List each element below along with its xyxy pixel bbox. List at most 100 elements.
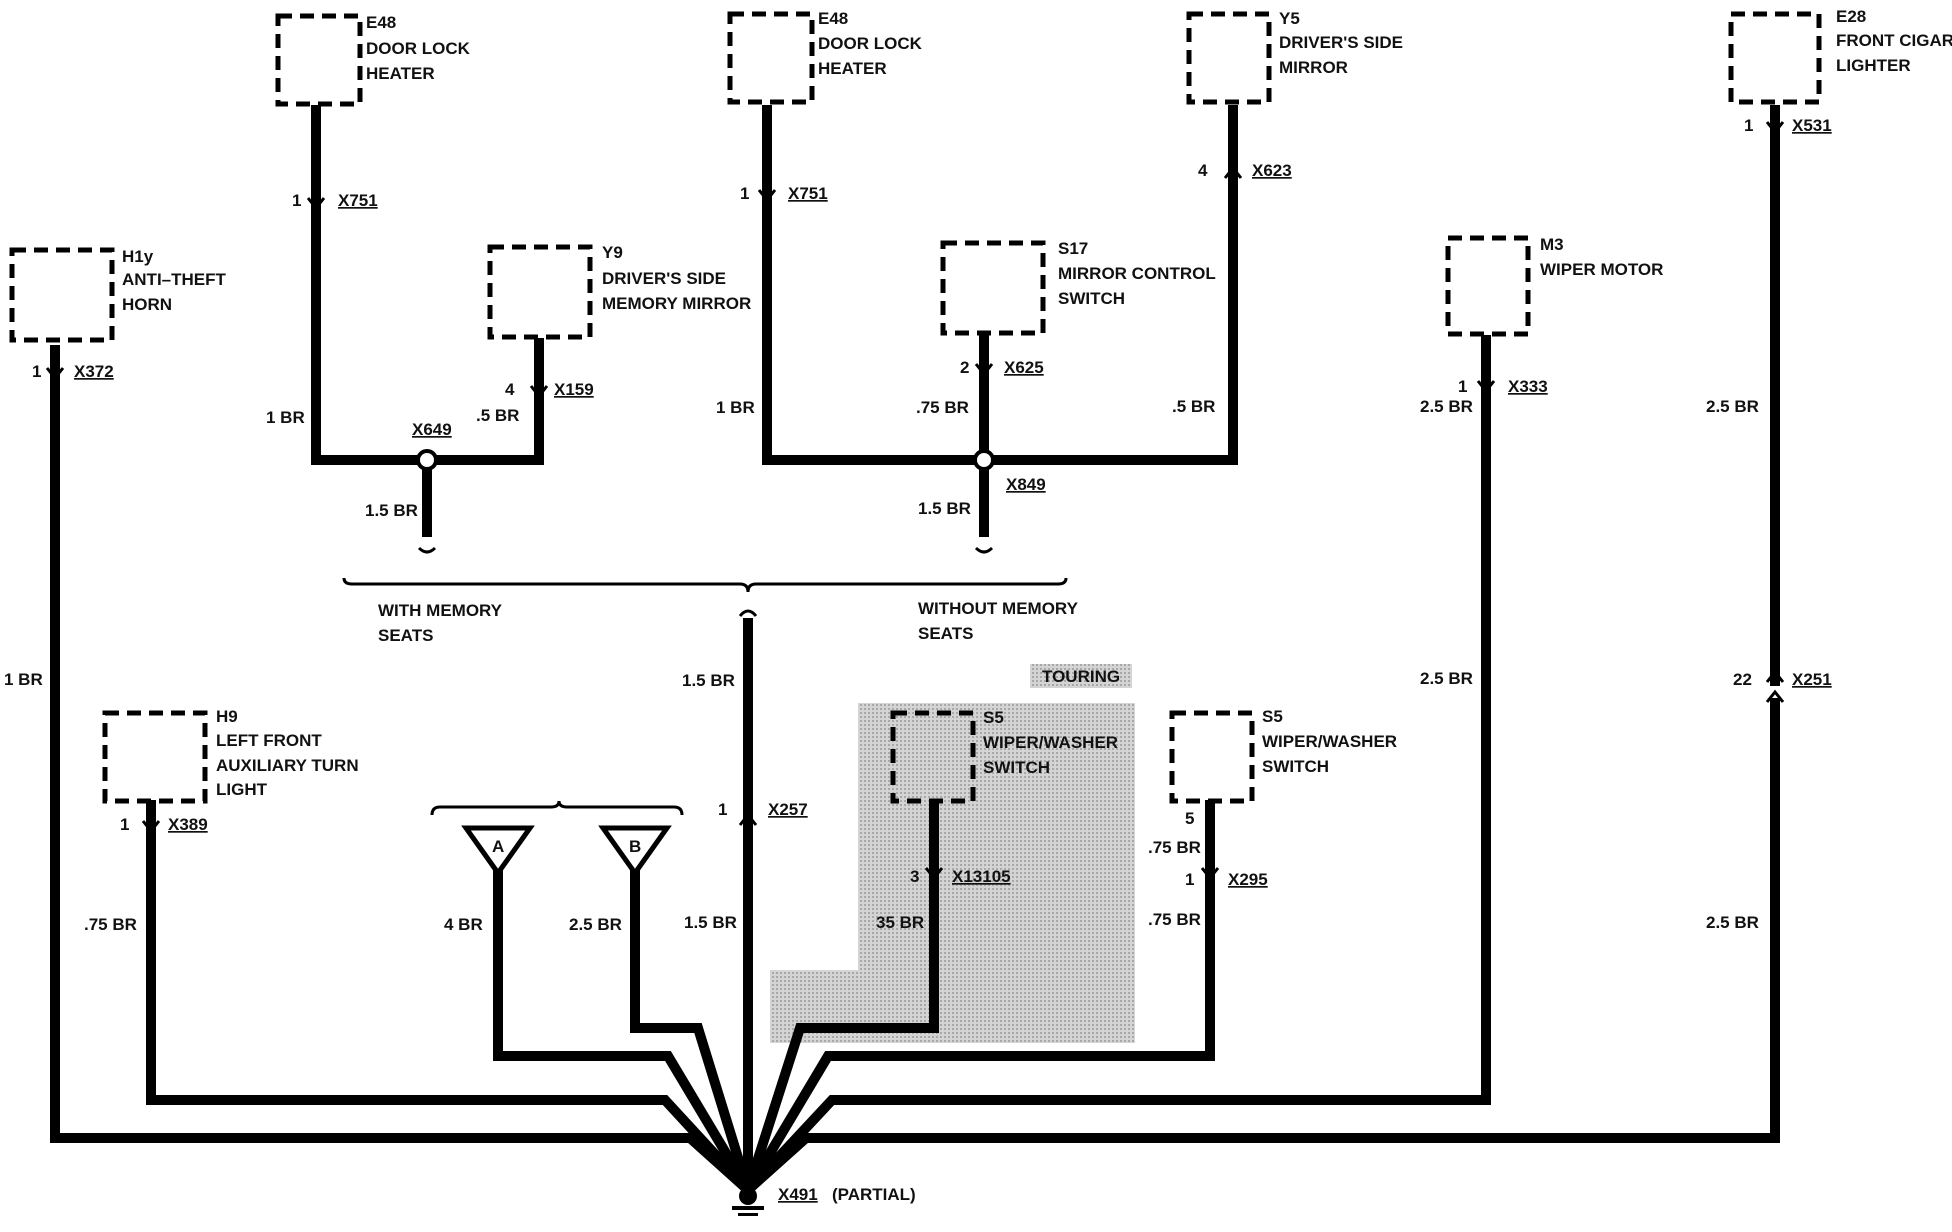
arrow-x531 <box>1765 121 1785 135</box>
connector-x389: X389 <box>168 815 208 834</box>
wire-label-s17: .75 BR <box>916 398 969 417</box>
wire-h9 <box>146 800 752 1194</box>
connector-x623: X623 <box>1252 161 1292 180</box>
component-desc-s5-1: WIPER/WASHER <box>1262 732 1397 751</box>
component-box-y9 <box>487 244 593 340</box>
arrow-x257 <box>738 812 758 826</box>
pin-e28: 1 <box>1744 116 1753 135</box>
arrow-x251-lower <box>1765 689 1785 703</box>
wire-ref-a <box>493 870 753 1193</box>
pin-s5-touring: 3 <box>910 867 919 886</box>
option-with-memory-1: WITH MEMORY <box>378 601 503 620</box>
wire-label-x849: 1.5 BR <box>918 499 971 518</box>
wire-e28 <box>744 105 1780 1194</box>
pin-h1y: 1 <box>32 362 41 381</box>
component-id-s5-touring: S5 <box>983 708 1004 727</box>
component-desc-h9-2: AUXILIARY TURN <box>216 756 359 775</box>
wire-label-y5: .5 BR <box>1172 397 1215 416</box>
connector-x491: X491 <box>778 1185 818 1204</box>
reference-triangle-a <box>461 825 535 878</box>
reference-label-a: A <box>492 837 504 856</box>
wire-label-e48-left: 1 BR <box>266 408 305 427</box>
splice-x649 <box>416 449 438 471</box>
pin-x257: 1 <box>718 800 727 819</box>
arrow-x372 <box>45 367 65 381</box>
connector-x333: X333 <box>1508 377 1548 396</box>
connector-x295: X295 <box>1228 870 1268 889</box>
component-box-h9 <box>102 710 208 804</box>
reference-triangle-b <box>598 825 672 878</box>
component-id-y9: Y9 <box>602 243 623 262</box>
arrow-x751-left <box>306 197 326 211</box>
component-box-m3 <box>1445 235 1531 337</box>
component-desc-y9-1: DRIVER'S SIDE <box>602 269 726 288</box>
component-desc-h1y-2: HORN <box>122 295 172 314</box>
component-box-s17 <box>940 240 1046 336</box>
wire-label-s5-lower: .75 BR <box>1148 910 1201 929</box>
component-desc-s17-2: SWITCH <box>1058 289 1125 308</box>
pin-e48-left: 1 <box>292 191 301 210</box>
option-with-memory-2: SEATS <box>378 626 433 645</box>
wire-label-e28-upper: 2.5 BR <box>1706 397 1759 416</box>
component-desc-s5-2: SWITCH <box>1262 757 1329 776</box>
wire-ref-b <box>630 870 753 1192</box>
connector-x159: X159 <box>554 380 594 399</box>
component-box-y5 <box>1186 11 1272 105</box>
arrow-x251 <box>1765 669 1785 683</box>
connector-x649: X649 <box>412 420 452 439</box>
wire-label-m3: 2.5 BR <box>1420 669 1473 688</box>
component-desc-m3-1: WIPER MOTOR <box>1540 260 1663 279</box>
connector-x13105: X13105 <box>952 867 1011 886</box>
connector-x625: X625 <box>1004 358 1044 377</box>
component-box-e28 <box>1728 11 1822 105</box>
arrow-x13105 <box>924 867 944 881</box>
connector-x251: X251 <box>1792 670 1832 689</box>
splice-x849 <box>973 449 995 471</box>
component-desc-h9-3: LIGHT <box>216 780 268 799</box>
arrow-x295 <box>1200 867 1220 881</box>
connector-x849: X849 <box>1006 475 1046 494</box>
arrow-x625 <box>974 363 994 377</box>
ground-symbol <box>732 1187 764 1216</box>
connector-marks <box>45 121 1785 881</box>
wire-y5 <box>984 105 1238 465</box>
component-box-s5 <box>1169 710 1255 804</box>
wire-label-y9: .5 BR <box>476 406 519 425</box>
open-end-x849 <box>974 546 994 554</box>
wire-e48-left <box>311 105 427 465</box>
wire-s5-touring <box>743 800 939 1192</box>
arrow-x159 <box>529 385 549 399</box>
component-id-m3: M3 <box>1540 235 1564 254</box>
component-desc-e28-2: LIGHTER <box>1836 56 1911 75</box>
open-end-x649 <box>417 546 437 554</box>
option-brace <box>342 577 1068 593</box>
component-desc-h1y-1: ANTI–THEFT <box>122 270 227 289</box>
component-id-h1y: H1y <box>122 247 154 266</box>
option-without-memory-1: WITHOUT MEMORY <box>918 599 1079 618</box>
pin-y9: 4 <box>505 380 515 399</box>
component-desc-e48-left-2: HEATER <box>366 64 435 83</box>
arrow-x751-right <box>757 189 777 203</box>
wire-label-x649: 1.5 BR <box>365 501 418 520</box>
pin-x251: 22 <box>1733 670 1752 689</box>
wire-label-trunk-upper: 1.5 BR <box>682 671 735 690</box>
component-box-e48-left <box>275 13 363 107</box>
component-desc-e48-right-2: HEATER <box>818 59 887 78</box>
pin-s17: 2 <box>960 358 969 377</box>
component-desc-e28-1: FRONT CIGAR <box>1836 31 1952 50</box>
component-desc-y5-1: DRIVER'S SIDE <box>1279 33 1403 52</box>
component-box-h1y <box>9 247 115 343</box>
component-box-e48-right <box>727 11 815 105</box>
wire-m3 <box>744 335 1491 1194</box>
component-id-s5: S5 <box>1262 707 1283 726</box>
component-desc-y9-2: MEMORY MIRROR <box>602 294 751 313</box>
touring-label: TOURING <box>1042 667 1120 686</box>
touring-label-background <box>1030 664 1132 688</box>
arrow-x389 <box>141 820 161 834</box>
wire-label-s5-touring: 35 BR <box>876 913 924 932</box>
component-desc-h9-1: LEFT FRONT <box>216 731 322 750</box>
arrow-x333 <box>1476 380 1496 394</box>
arrow-x623 <box>1223 165 1243 179</box>
component-desc-e48-left-1: DOOR LOCK <box>366 39 471 58</box>
